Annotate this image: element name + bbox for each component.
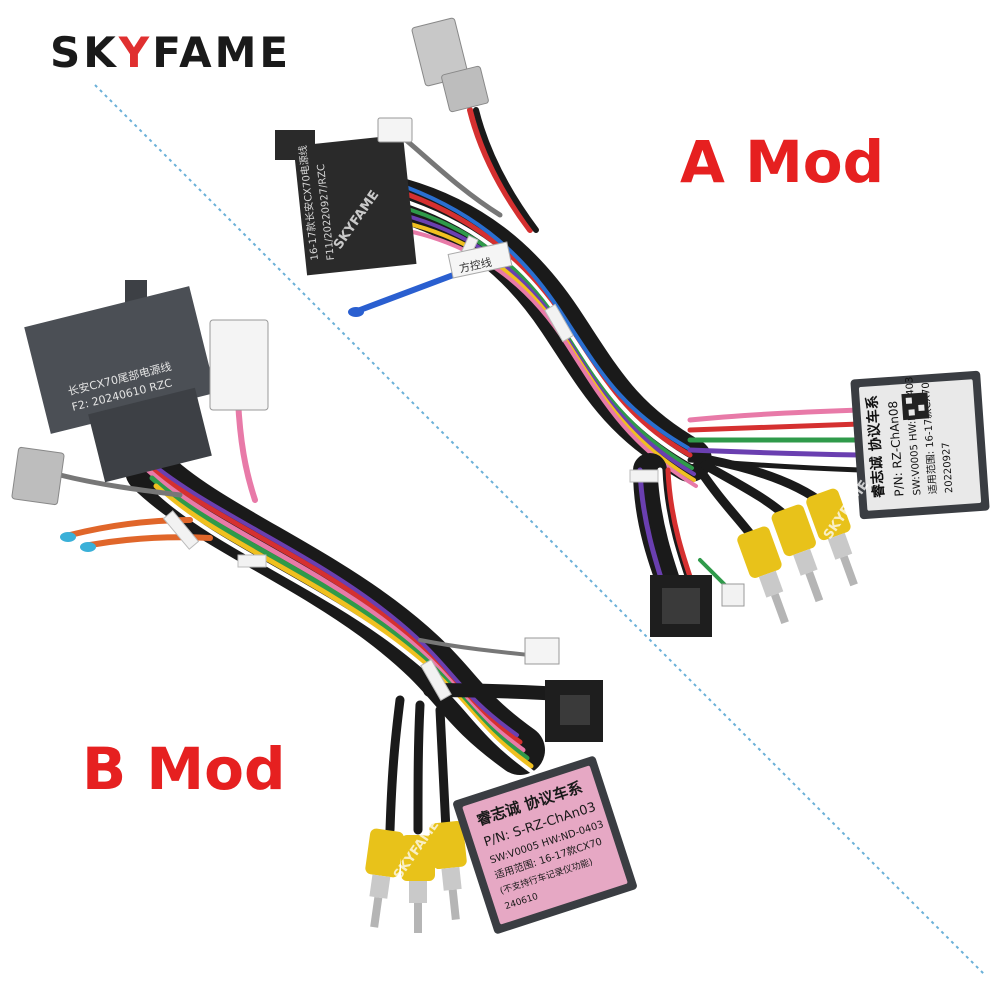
harness-b-grey-connector (11, 446, 65, 506)
harness-b-blue-tip-2 (80, 542, 96, 552)
brand-logo: SKYFAME (50, 28, 292, 77)
svg-text:方控线: 方控线 (458, 255, 493, 276)
harness-b-small-plug (524, 637, 560, 665)
harness-a-grey-connector (411, 17, 489, 113)
svg-text:P/N: RZ-ChAn08: P/N: RZ-ChAn08 (886, 400, 907, 497)
harness-b-blue-tip-1 (60, 532, 76, 542)
harness-b-control-box: 睿志诚 协议车系 P/N: S-RZ-ChAn03 SW:V0005 HW:ND… (453, 756, 637, 934)
harness-a-rca-plugs (737, 488, 858, 625)
harness-a-main-connector: 16-17款长安CX70电源线 F11/20220927/RZC (275, 130, 417, 276)
harness-a: 16-17款长安CX70电源线 F11/20220927/RZC 方控线 (275, 17, 990, 637)
harness-b-rca-plugs (365, 820, 467, 933)
harness-a-black-connector (650, 575, 712, 637)
harness-a-blue-tip (348, 307, 364, 317)
harness-a-control-box: 睿志诚 协议车系 P/N: RZ-ChAn08 SW:V0005 HW:ND-0… (850, 370, 990, 520)
harness-a-wire-tag: 方控线 (447, 241, 513, 279)
svg-text:20220927: 20220927 (941, 442, 956, 494)
harness-b-white-connector (209, 319, 269, 411)
harness-a-small-plug (721, 583, 745, 607)
b-mod-label: B Mod (82, 735, 286, 803)
a-mod-label: A Mod (680, 128, 885, 196)
harness-b-black-connector (545, 680, 603, 742)
harness-b-main-connector: 长安CX70尾部电源线 F2: 20240610 RZC (24, 280, 216, 483)
harness-a-small-white-connector (377, 117, 413, 143)
harness-b: 长安CX70尾部电源线 F2: 20240610 RZC (11, 280, 637, 934)
